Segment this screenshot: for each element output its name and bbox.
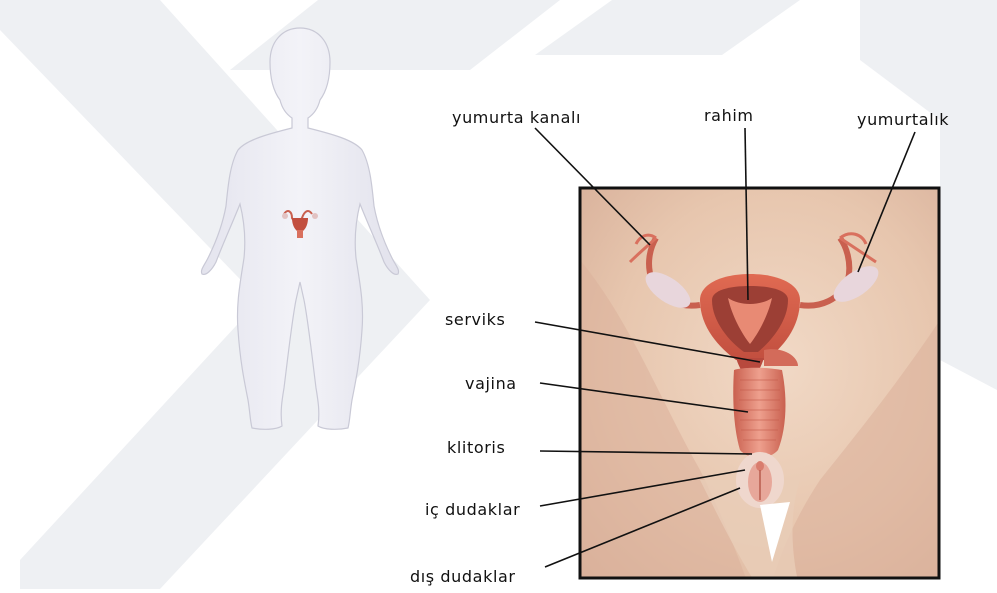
label-outer-labia: dış dudaklar [410,569,516,585]
label-inner-labia: iç dudaklar [425,502,520,518]
watermark-band-left [0,0,430,589]
label-clitoris: klitoris [447,440,505,456]
watermark-band-top-2 [535,0,800,55]
label-vagina: vajina [465,376,517,392]
label-oviduct: yumurta kanalı [452,110,581,126]
vulva-shape [736,452,784,508]
label-uterus: rahim [704,108,754,124]
vagina-shape [733,368,785,458]
label-cervix: serviks [445,312,505,328]
label-ovary: yumurtalık [857,112,949,128]
anatomy-panel [580,188,940,589]
